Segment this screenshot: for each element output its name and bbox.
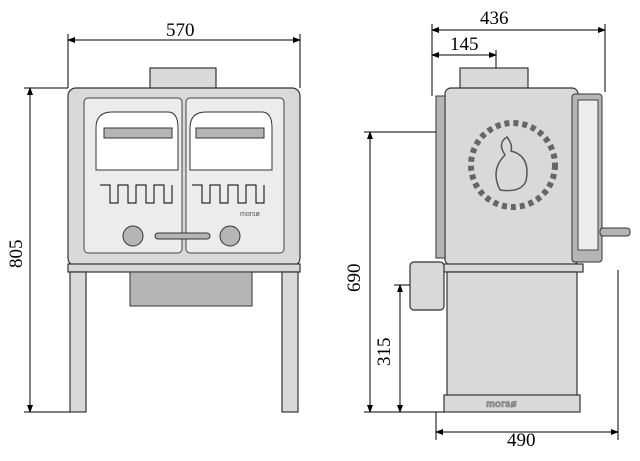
front-logo: morsø <box>240 211 261 218</box>
flue-offset-label: 145 <box>450 34 479 55</box>
door-handle <box>154 232 211 240</box>
right-window <box>189 111 273 171</box>
side-door-glass <box>577 99 599 251</box>
ash-pan-drawer <box>129 271 253 307</box>
wreath-relief <box>468 120 558 210</box>
side-base <box>443 394 581 413</box>
left-grate-pattern <box>100 184 173 204</box>
side-view: morsø 436 145 690 315 490 <box>344 8 631 451</box>
top-outlet-height-label: 690 <box>344 264 365 293</box>
front-base-plate <box>67 263 301 273</box>
front-view: morsø 570 805 <box>6 20 301 413</box>
right-air-control-knob <box>219 225 241 247</box>
side-body <box>444 87 579 266</box>
front-right-leg <box>281 271 299 413</box>
depth-label: 436 <box>480 8 509 29</box>
squirrel-relief <box>495 136 528 192</box>
right-grate-pattern <box>192 184 265 204</box>
front-flue-collar <box>149 67 217 91</box>
side-flue-collar <box>459 67 529 91</box>
base-depth-label: 490 <box>507 430 536 451</box>
height-label: 805 <box>6 240 27 269</box>
right-baffle <box>195 127 265 139</box>
rear-outlet-height-label: 315 <box>374 338 395 367</box>
left-air-control-knob <box>122 225 144 247</box>
rear-flue-outlet <box>409 261 445 311</box>
rear-panel <box>435 95 446 259</box>
morso-logo: morsø <box>486 399 517 410</box>
left-window <box>95 111 179 171</box>
side-top-plate <box>442 263 584 273</box>
left-baffle <box>103 127 173 139</box>
side-handle <box>599 227 631 237</box>
front-left-leg <box>69 271 87 413</box>
width-label: 570 <box>166 20 195 41</box>
side-pedestal <box>446 271 578 398</box>
